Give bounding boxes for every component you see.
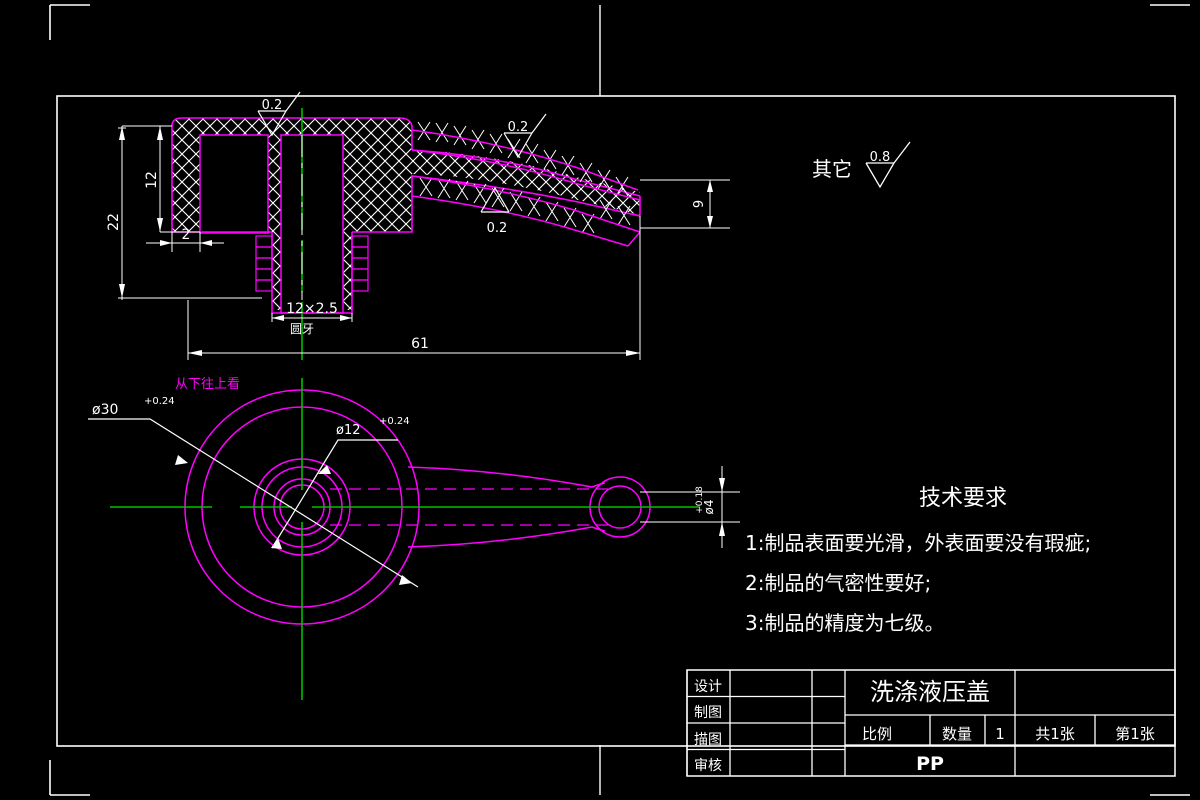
total-sheets: 共1张 <box>1035 725 1075 743</box>
title-block-right-grid <box>845 670 1175 776</box>
dimension-od30: ø30 +0.24 <box>88 396 419 588</box>
handle-hidden-lines <box>330 488 612 526</box>
surface-finish-top: 0.2 <box>257 91 301 137</box>
thread-teeth <box>255 235 369 292</box>
section-hatch-body <box>172 118 640 310</box>
sheet-number: 第1张 <box>1115 725 1155 743</box>
inner-border <box>56 95 1176 747</box>
other-finish-value: 0.8 <box>870 150 891 165</box>
title-row-label-3: 审核 <box>694 758 722 774</box>
title-row-label-1: 制图 <box>694 705 722 721</box>
bottom-view-centerlines <box>110 378 700 700</box>
dimension-2: 2 <box>146 227 224 252</box>
finish-spout-lower-value: 0.2 <box>487 221 508 236</box>
dim-12-text: 12 <box>144 171 160 189</box>
dim-61-text: 61 <box>411 336 429 352</box>
technical-requirements: 技术要求 1:制品表面要光滑，外表面要没有瑕疵; 2:制品的气密性要好; 3:制… <box>745 486 1091 635</box>
title-row-label-0: 设计 <box>694 679 722 695</box>
material-value: PP <box>916 753 944 775</box>
quantity-label: 数量 <box>942 725 972 743</box>
dim-bore12-text: ø12 <box>336 423 361 438</box>
finish-top-value: 0.2 <box>262 98 283 113</box>
part-name: 洗涤液压盖 <box>870 678 990 706</box>
dimension-thread: 12×2.5 圆牙 <box>271 301 353 336</box>
dim-boss4-text: ø4 <box>702 500 716 515</box>
dimension-12: 12 <box>144 125 200 233</box>
upper-section-view: 22 12 2 <box>106 91 730 360</box>
dimension-bore12: ø12 +0.24 <box>271 416 410 549</box>
tech-item-1: 1:制品表面要光滑，外表面要没有瑕疵; <box>745 531 1091 555</box>
scale-label: 比例 <box>862 725 892 743</box>
surface-finish-spout-lower: 0.2 <box>480 186 510 236</box>
tech-title: 技术要求 <box>919 486 1007 511</box>
dimension-boss4: ø4 +0.18 <box>640 466 740 548</box>
dim-9-text: 9 <box>692 200 707 208</box>
dimension-61: 61 <box>187 216 641 360</box>
spout-outline <box>411 129 641 247</box>
dim-thread-text: 12×2.5 <box>286 301 338 317</box>
bottom-view: ø30 +0.24 ø12 +0.24 ø4 +0.18 <box>88 376 740 700</box>
title-block: 设计 制图 描图 审核 洗涤液压盖 比例 数量 1 共1张 第1张 PP <box>686 669 1176 777</box>
quantity-value: 1 <box>995 725 1005 743</box>
tech-item-2: 2:制品的气密性要好; <box>745 571 931 595</box>
bottom-view-note: 从下往上看 <box>175 376 240 392</box>
surface-finish-spout-upper: 0.2 <box>503 113 547 159</box>
dim-thread-note: 圆牙 <box>290 322 314 336</box>
dim-2-text: 2 <box>182 227 191 243</box>
outer-border <box>49 4 1190 796</box>
dim-boss4-tol: +0.18 <box>695 486 705 514</box>
other-finish-note: 其它 0.8 <box>812 141 911 189</box>
dimension-22: 22 <box>106 125 262 300</box>
dimension-9: 9 <box>640 179 730 229</box>
tech-item-3: 3:制品的精度为七级。 <box>745 611 944 635</box>
dim-bore12-tol: +0.24 <box>379 416 410 427</box>
title-block-left-grid <box>686 670 846 776</box>
finish-spout-upper-value: 0.2 <box>508 120 529 135</box>
title-row-label-2: 描图 <box>694 732 722 748</box>
dim-od30-tol: +0.24 <box>144 396 175 407</box>
dim-od30-text: ø30 <box>92 402 118 418</box>
dim-22-text: 22 <box>106 213 122 231</box>
other-finish-label: 其它 <box>812 157 852 181</box>
